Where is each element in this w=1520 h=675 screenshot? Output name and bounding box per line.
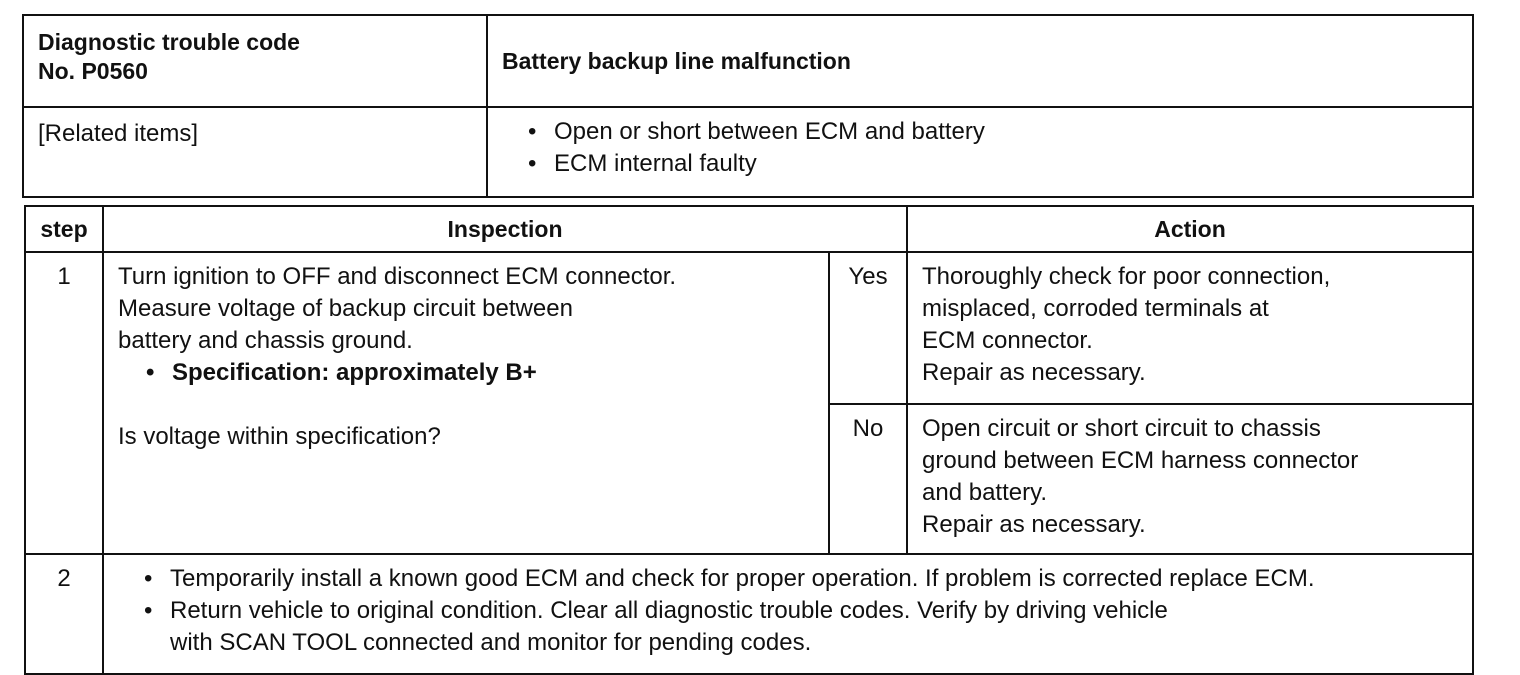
step-1-no-action: Open circuit or short circuit to chassis… <box>906 403 1474 555</box>
action-line: Repair as necessary. <box>922 359 1146 386</box>
dtc-code-number: No. P0560 <box>38 58 148 84</box>
action-line: Open circuit or short circuit to chassis <box>922 415 1321 442</box>
step-1-number: 1 <box>24 251 104 555</box>
action-line: Thoroughly check for poor connection, <box>922 263 1331 290</box>
inspection-question: Is voltage within specification? <box>118 423 441 450</box>
dtc-code-label: Diagnostic trouble code <box>38 29 300 55</box>
related-items-label-cell: [Related items] <box>22 106 488 198</box>
dtc-title-cell: Battery backup line malfunction <box>486 14 1474 108</box>
step-1-yes-row: 1 Turn ignition to OFF and disconnect EC… <box>24 251 1474 555</box>
specification-text: Specification: approximately B+ <box>172 359 537 386</box>
related-items-label: [Related items] <box>38 120 199 147</box>
related-items-row: [Related items] Open or short between EC… <box>22 106 1474 198</box>
step-1-inspection: Turn ignition to OFF and disconnect ECM … <box>102 251 830 555</box>
step-1-no-label: No <box>827 403 909 555</box>
related-items-list: Open or short between ECM and battery EC… <box>528 116 1458 180</box>
inspection-column-header: Inspection <box>101 205 909 253</box>
action-line: and battery. <box>922 479 1047 506</box>
dtc-header-table: Diagnostic trouble code No. P0560 Batter… <box>22 14 1474 198</box>
inspection-line: battery and chassis ground. <box>118 327 413 354</box>
action-line: ECM connector. <box>922 327 1093 354</box>
steps-header-row: step Inspection Action <box>24 205 1474 253</box>
action-line: Repair as necessary. <box>922 511 1146 538</box>
related-item: Open or short between ECM and battery <box>528 116 1458 148</box>
inspection-line: Measure voltage of backup circuit betwee… <box>118 295 573 322</box>
dtc-title: Battery backup line malfunction <box>502 48 851 74</box>
inspection-line: Turn ignition to OFF and disconnect ECM … <box>118 263 677 290</box>
inspection-spacer <box>118 389 814 421</box>
step-2-row: 2 Temporarily install a known good ECM a… <box>24 553 1474 675</box>
step-1-yes-label: Yes <box>827 251 909 405</box>
step-2-bullet: Temporarily install a known good ECM and… <box>144 563 1458 595</box>
action-line: misplaced, corroded terminals at <box>922 295 1269 322</box>
step-2-bullet-list: Temporarily install a known good ECM and… <box>144 563 1458 627</box>
related-item: ECM internal faulty <box>528 148 1458 180</box>
step-1-no-row: No Open circuit or short circuit to chas… <box>25 403 1474 555</box>
step-2-bullet: Return vehicle to original condition. Cl… <box>144 595 1458 627</box>
step-2-continuation: with SCAN TOOL connected and monitor for… <box>170 629 812 656</box>
step-2-content: Temporarily install a known good ECM and… <box>102 553 1474 675</box>
action-line: ground between ECM harness connector <box>922 447 1359 474</box>
dtc-code-cell: Diagnostic trouble code No. P0560 <box>22 14 488 108</box>
bullet-dot: • <box>146 359 155 386</box>
action-column-header: Action <box>906 205 1474 253</box>
step-1-yes-action: Thoroughly check for poor connection, mi… <box>906 251 1474 405</box>
dtc-header-row: Diagnostic trouble code No. P0560 Batter… <box>22 14 1474 108</box>
step-2-number: 2 <box>24 553 104 675</box>
step-column-header: step <box>24 205 104 253</box>
specification-line: • Specification: approximately B+ <box>118 357 814 389</box>
related-items-cell: Open or short between ECM and battery EC… <box>486 106 1474 198</box>
diagnosis-steps-table: step Inspection Action 1 Turn ignition t… <box>24 205 1474 675</box>
